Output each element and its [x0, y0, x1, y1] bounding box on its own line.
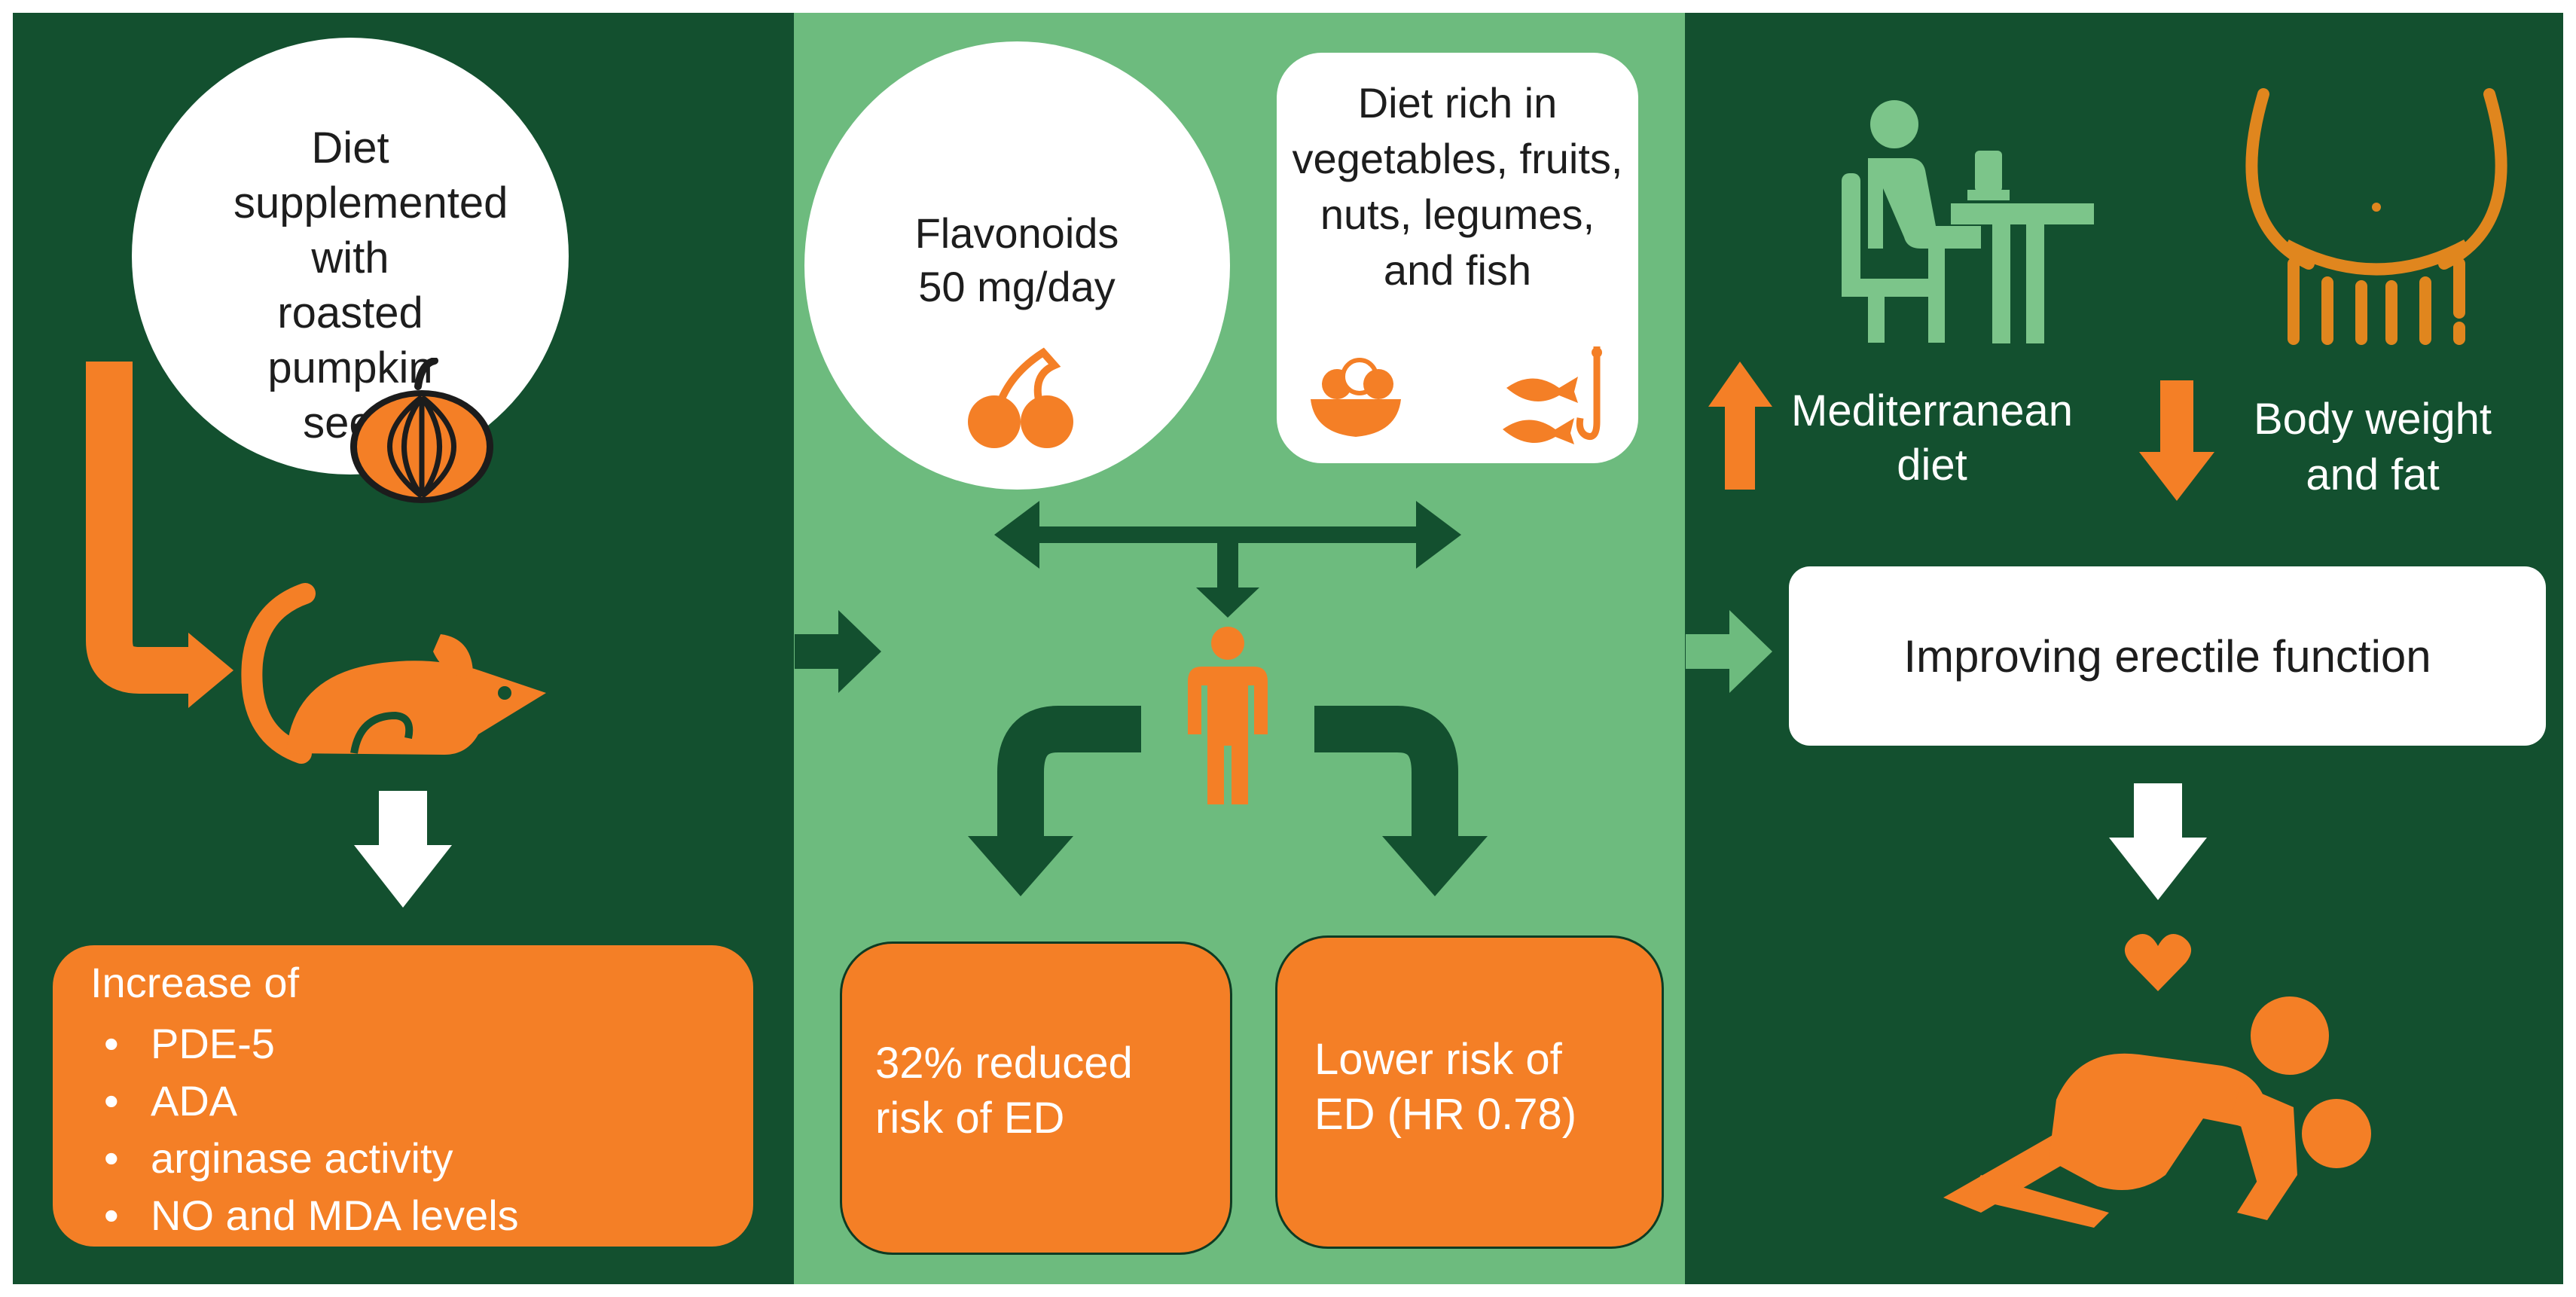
reduced-risk-box [840, 941, 1232, 1255]
couple-icon [1943, 996, 2371, 1228]
feeding-arrow [86, 362, 233, 708]
down-arrow-left [354, 791, 452, 908]
diet-text: Diet rich in vegetables, fruits, nuts, l… [1292, 79, 1623, 294]
person-icon [1188, 627, 1268, 804]
body-weight-label: Body weight and fat [2254, 395, 2492, 499]
split-arrow-right [1314, 706, 1488, 896]
person-at-table-icon [1842, 100, 2094, 343]
split-arrow-left [968, 706, 1141, 896]
arrow-to-right [1686, 610, 1772, 693]
fruit-bowl-icon [1311, 358, 1401, 437]
belly-icon [2245, 88, 2507, 345]
lower-risk-text: Lower risk of ED (HR 0.78) [1314, 1035, 1577, 1140]
increase-item: NO and MDA levels [90, 1187, 519, 1244]
pumpkin-icon [350, 358, 493, 503]
increase-item: PDE-5 [90, 1015, 519, 1073]
cherries-icon [968, 347, 1073, 448]
improving-function-text: Improving erectile function [1903, 631, 2431, 682]
pumpkin-seed-text: Diet supplemented with roasted pumpkin s… [233, 124, 508, 448]
fish-icon [1503, 377, 1578, 444]
flavonoids-text: Flavonoids 50 mg/day [914, 209, 1119, 310]
down-arrow-icon [2139, 380, 2214, 501]
rat-icon [241, 583, 546, 764]
mediterranean-label: Mediterranean diet [1791, 386, 2073, 490]
increase-list: PDE-5 ADA arginase activity NO and MDA l… [90, 1015, 519, 1244]
increase-heading: Increase of [90, 959, 300, 1006]
increase-item: arginase activity [90, 1130, 519, 1187]
connector-arrows [994, 501, 1461, 618]
lower-risk-box [1275, 935, 1664, 1249]
reduced-risk-text: 32% reduced risk of ED [875, 1039, 1133, 1143]
fishhook-icon [1576, 346, 1602, 440]
up-arrow-icon [1708, 362, 1772, 490]
pumpkin-seed-bubble [132, 38, 569, 475]
arrow-to-middle [795, 610, 881, 693]
heart-icon [2124, 934, 2192, 991]
increase-item: ADA [90, 1073, 519, 1130]
down-arrow-right [2109, 783, 2207, 900]
improving-function-box [1789, 566, 2546, 746]
